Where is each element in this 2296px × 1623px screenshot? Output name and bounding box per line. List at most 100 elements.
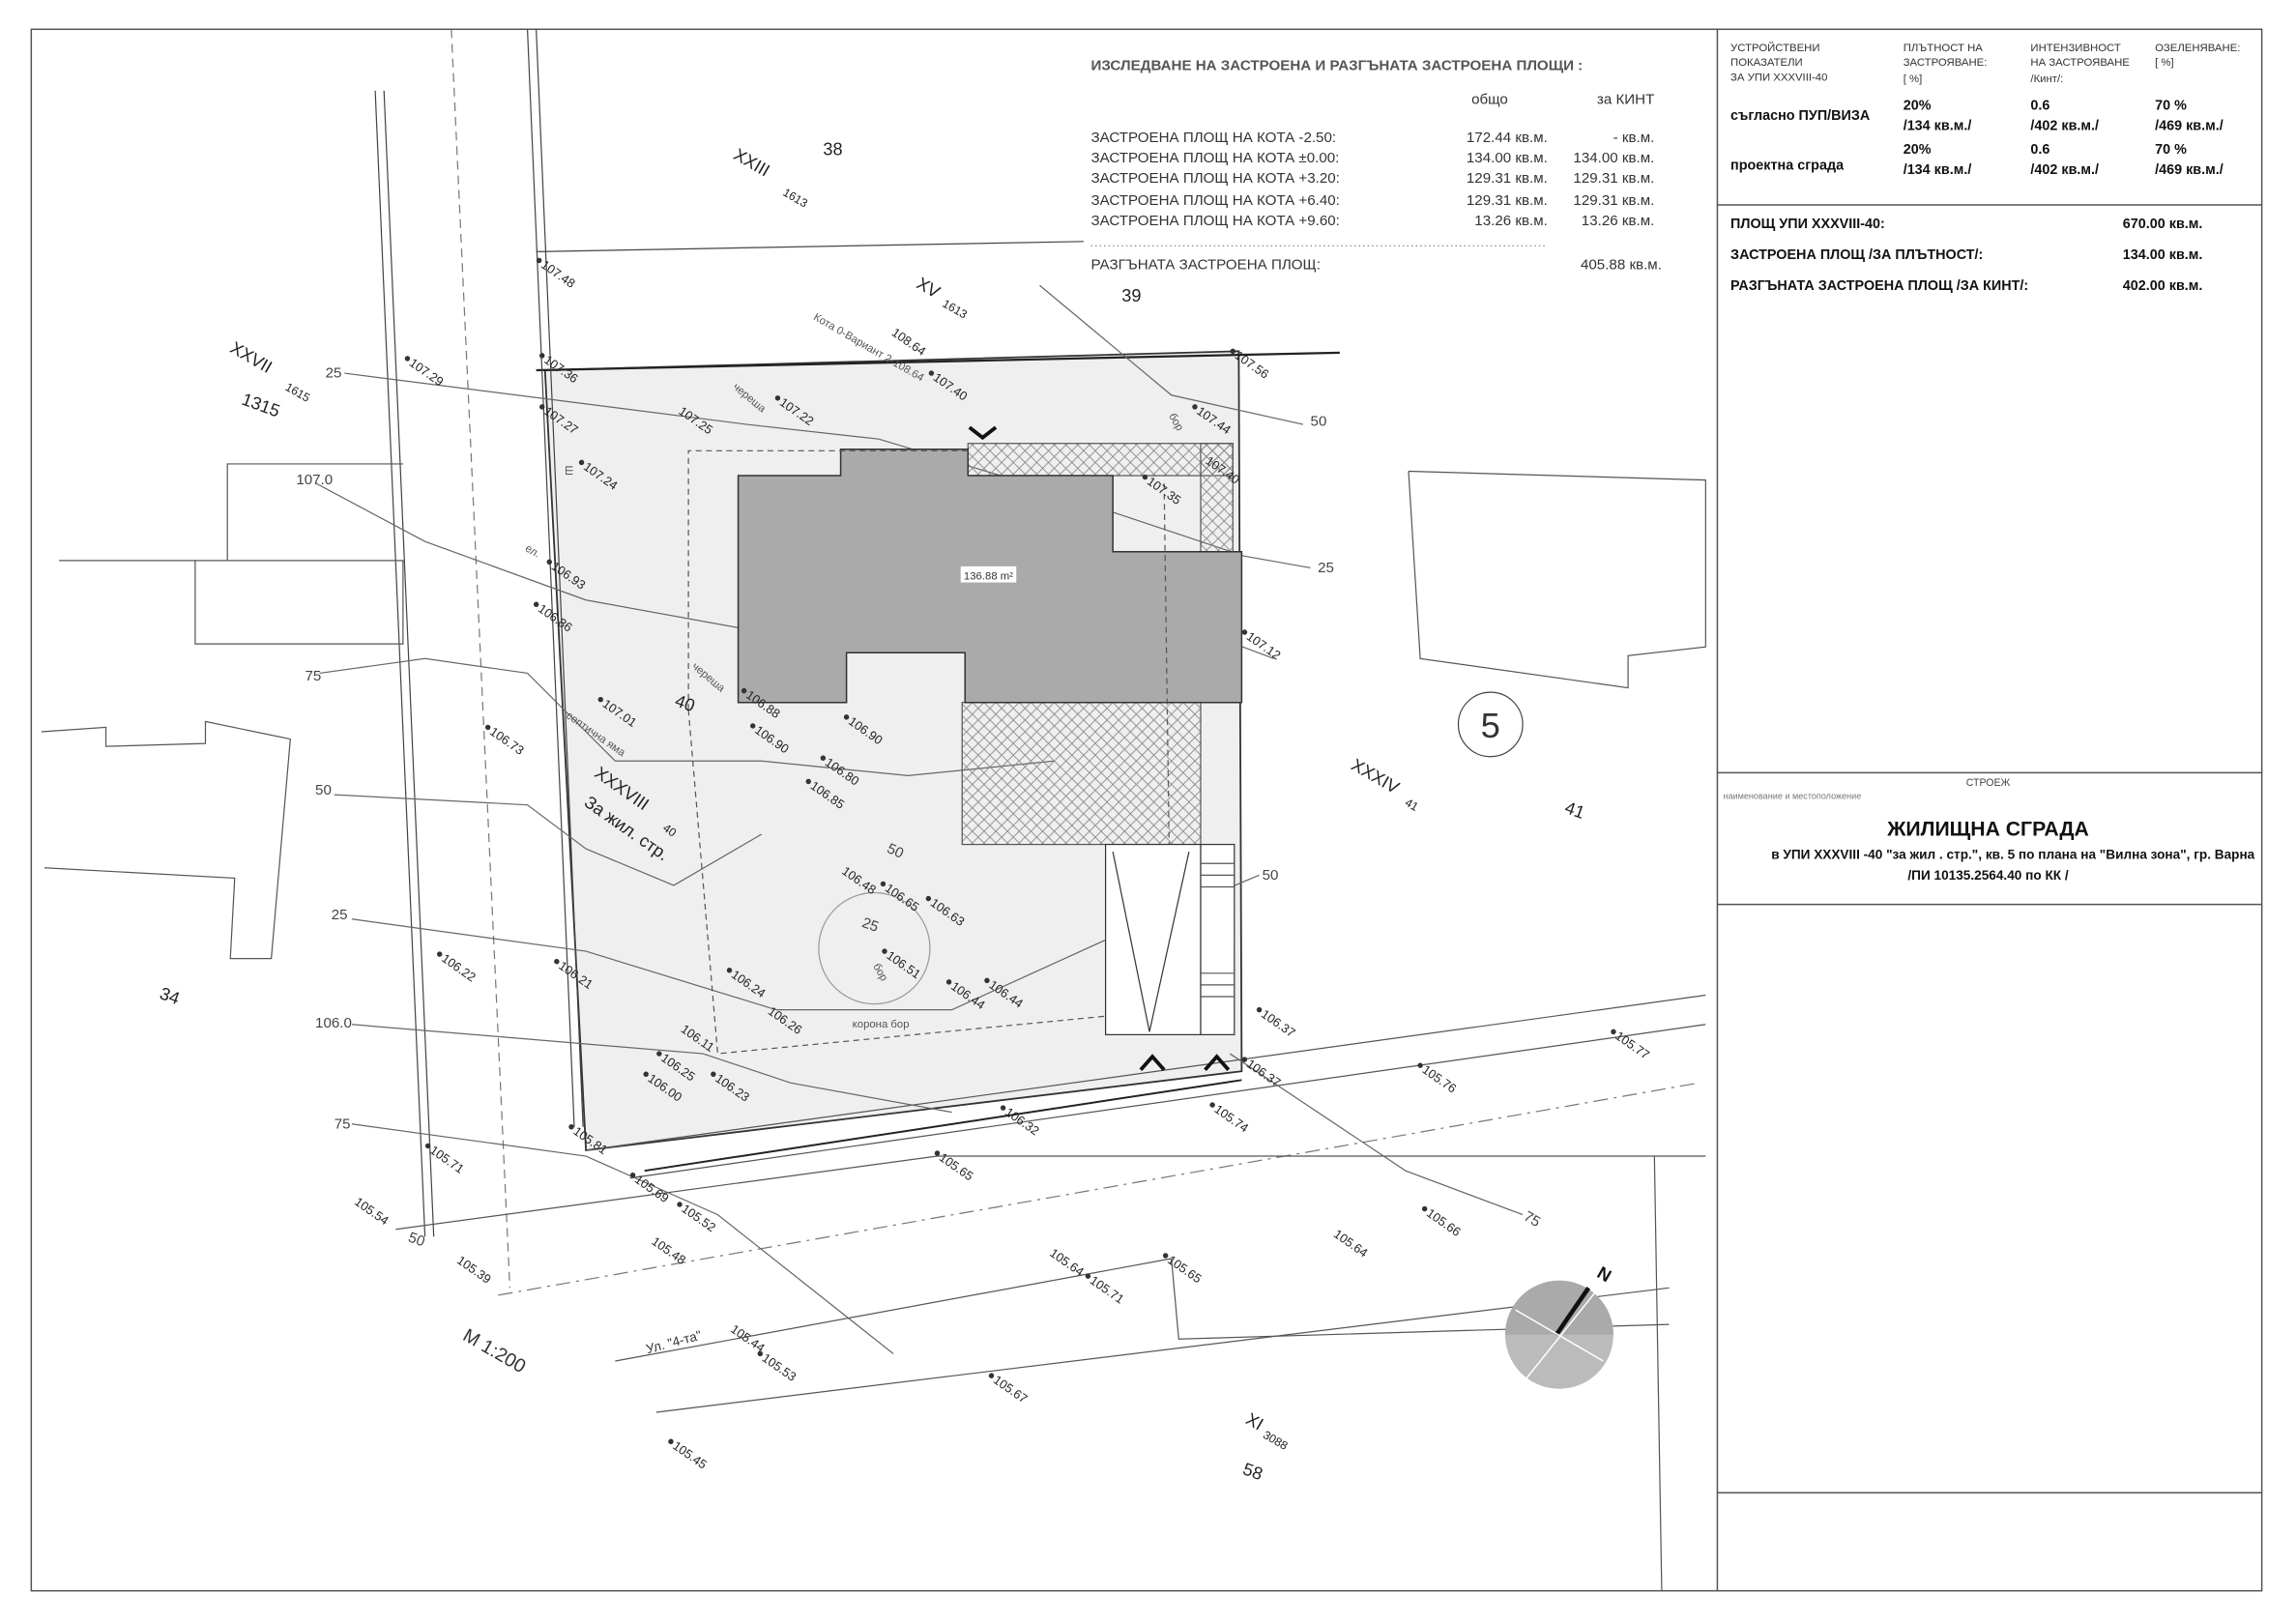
tb-location: в УПИ XXXVIII -40 "за жил . стр.", кв. 5…	[1771, 848, 2254, 862]
elevation-label: 105.48	[649, 1233, 688, 1267]
building-area-label: 136.88 m²	[964, 571, 1013, 583]
ind-row-label: проектна сграда	[1730, 159, 1845, 174]
ind-col2: /Кинт/:	[2030, 73, 2063, 85]
study-row-total: 129.31 кв.м.	[1467, 170, 1548, 187]
elevation-label: 105.76	[1419, 1062, 1459, 1096]
elevation-label: 105.67	[991, 1373, 1031, 1406]
tb-caption: наименование и местоположение	[1723, 792, 1861, 801]
contour-label: 50	[406, 1230, 427, 1251]
contour-label: 25	[326, 365, 342, 382]
ramp	[1104, 843, 1202, 1035]
elevation-label: 106.32	[1003, 1105, 1042, 1139]
study-sum-value: 405.88 кв.м.	[1581, 257, 1662, 274]
ind-col2: НА ЗАСТРОЯВАНЕ	[2030, 57, 2130, 69]
study-sum-label: РАЗГЪНАТА ЗАСТРОЕНА ПЛОЩ:	[1090, 257, 1320, 274]
ind-value: 20%	[1904, 99, 1932, 114]
terrace-hatch	[967, 443, 1234, 477]
north-arrow	[1504, 1280, 1613, 1389]
ind-row-label: съгласно ПУП/ВИЗА	[1730, 108, 1870, 124]
tree-crown	[818, 891, 931, 1005]
ind-col3: ОЗЕЛЕНЯВАНЕ:	[2155, 43, 2240, 54]
scale-label: М 1:200	[459, 1325, 530, 1378]
elevation-label: 105.71	[1088, 1273, 1127, 1307]
elevation-label: 105.39	[454, 1253, 494, 1287]
contour-label: 50	[1263, 867, 1279, 884]
indicators-table: УСТРОЙСТВЕНИ ПОКАЗАТЕЛИ ЗА УПИ XXXVIII-4…	[1730, 42, 2240, 294]
elevation-label: 107.48	[538, 257, 578, 291]
study-row-kint: 129.31 кв.м.	[1573, 192, 1654, 209]
area-value: 134.00 кв.м.	[2123, 247, 2203, 263]
elevation-label: 105.53	[760, 1350, 799, 1384]
ind-value: /402 кв.м./	[2030, 119, 2099, 134]
elevation-label: 105.44	[728, 1321, 768, 1355]
study-row-label: ЗАСТРОЕНА ПЛОЩ НА КОТА +3.20:	[1090, 170, 1339, 187]
area-label: РАЗГЪНАТА ЗАСТРОЕНА ПЛОЩ /ЗА КИНТ/:	[1730, 278, 2028, 294]
tb-cadastre: /ПИ 10135.2564.40 по КК /	[1907, 868, 2068, 883]
elevation-label: 105.64	[1331, 1227, 1371, 1261]
parcel-label: XXVII	[227, 337, 276, 377]
study-row-total: 13.26 кв.м.	[1474, 213, 1548, 229]
ind-value: 0.6	[2030, 142, 2049, 158]
title-block: СТРОЕЖ наименование и местоположение ЖИЛ…	[1723, 777, 2254, 883]
contour-label: 75	[334, 1116, 351, 1132]
elevation-label: 106.22	[439, 951, 479, 985]
elevation-label: 105.64	[1047, 1245, 1087, 1279]
elevation-label: 107.12	[1244, 629, 1284, 663]
ind-value: /469 кв.м./	[2155, 119, 2223, 134]
elevation-label: 105.71	[427, 1143, 467, 1176]
entrance-arrow	[1139, 1054, 1166, 1071]
parcel-label: 34	[158, 983, 183, 1008]
parcel-label: 1613	[781, 186, 811, 211]
contour-label: 75	[1521, 1208, 1543, 1231]
tb-section: СТРОЕЖ	[1966, 777, 2011, 789]
ind-col1: [ %]	[1904, 73, 1923, 85]
ind-head: ПОКАЗАТЕЛИ	[1730, 57, 1803, 69]
sheet-frame	[30, 28, 2263, 1592]
quarter-circle	[1457, 691, 1524, 758]
contour-label: 106.0	[315, 1015, 352, 1031]
parcel-label: 58	[1240, 1460, 1265, 1485]
north-label: N	[1594, 1262, 1614, 1286]
study-row-total: 172.44 кв.м.	[1467, 130, 1548, 146]
ind-value: 0.6	[2030, 99, 2049, 114]
ind-value: 20%	[1904, 142, 1932, 158]
study-row-total: 134.00 кв.м.	[1467, 150, 1548, 166]
quarter-number: 5	[1481, 706, 1500, 745]
elevation-label: 105.65	[1165, 1252, 1205, 1286]
ind-value: /134 кв.м./	[1904, 119, 1972, 134]
elevation-label: 105.45	[670, 1438, 710, 1472]
ind-col2: ИНТЕНЗИВНОСТ	[2030, 43, 2120, 54]
area-value: 402.00 кв.м.	[2123, 278, 2203, 294]
ind-value: 70 %	[2155, 142, 2187, 158]
street-label: Ул. "4-та"	[645, 1328, 704, 1357]
parcel-label: 1613	[941, 297, 971, 322]
elevation-label: 105.54	[352, 1194, 392, 1228]
study-row-kint: 129.31 кв.м.	[1573, 170, 1654, 187]
ind-value: /134 кв.м./	[1904, 162, 1972, 178]
parcel-label: XXXIV	[1348, 755, 1403, 798]
entrance-arrow	[1204, 1054, 1231, 1071]
ind-head: ЗА УПИ XXXVIII-40	[1730, 72, 1827, 83]
study-row-kint: 13.26 кв.м.	[1582, 213, 1655, 229]
contour-label: 50	[1311, 414, 1327, 430]
study-row-label: ЗАСТРОЕНА ПЛОЩ НА КОТА +6.40:	[1090, 192, 1339, 209]
parcel-label: 38	[823, 139, 842, 159]
contour-label: 75	[305, 668, 321, 684]
ind-col1: ПЛЪТНОСТ НА	[1904, 43, 1984, 54]
parcel-label: 1315	[239, 390, 282, 421]
elevation-label: 105.69	[632, 1172, 672, 1205]
ind-value: /402 кв.м./	[2030, 162, 2099, 178]
terrace-hatch	[961, 702, 1202, 846]
col-total: общо	[1471, 91, 1508, 107]
elevation-label: 105.74	[1212, 1102, 1252, 1136]
tb-name: ЖИЛИЩНА СГРАДА	[1886, 818, 2089, 840]
entrance-arrow	[968, 425, 998, 441]
parcel-label: XI	[1242, 1409, 1266, 1435]
area-label: ПЛОЩ УПИ XXXVIII-40:	[1730, 217, 1885, 232]
study-row-kint: - кв.м.	[1613, 130, 1655, 146]
ind-value: /469 кв.м./	[2155, 162, 2223, 178]
parcel-label: 41	[1562, 797, 1587, 823]
stairs	[1200, 843, 1235, 1035]
elevation-label: 106.37	[1259, 1006, 1298, 1040]
